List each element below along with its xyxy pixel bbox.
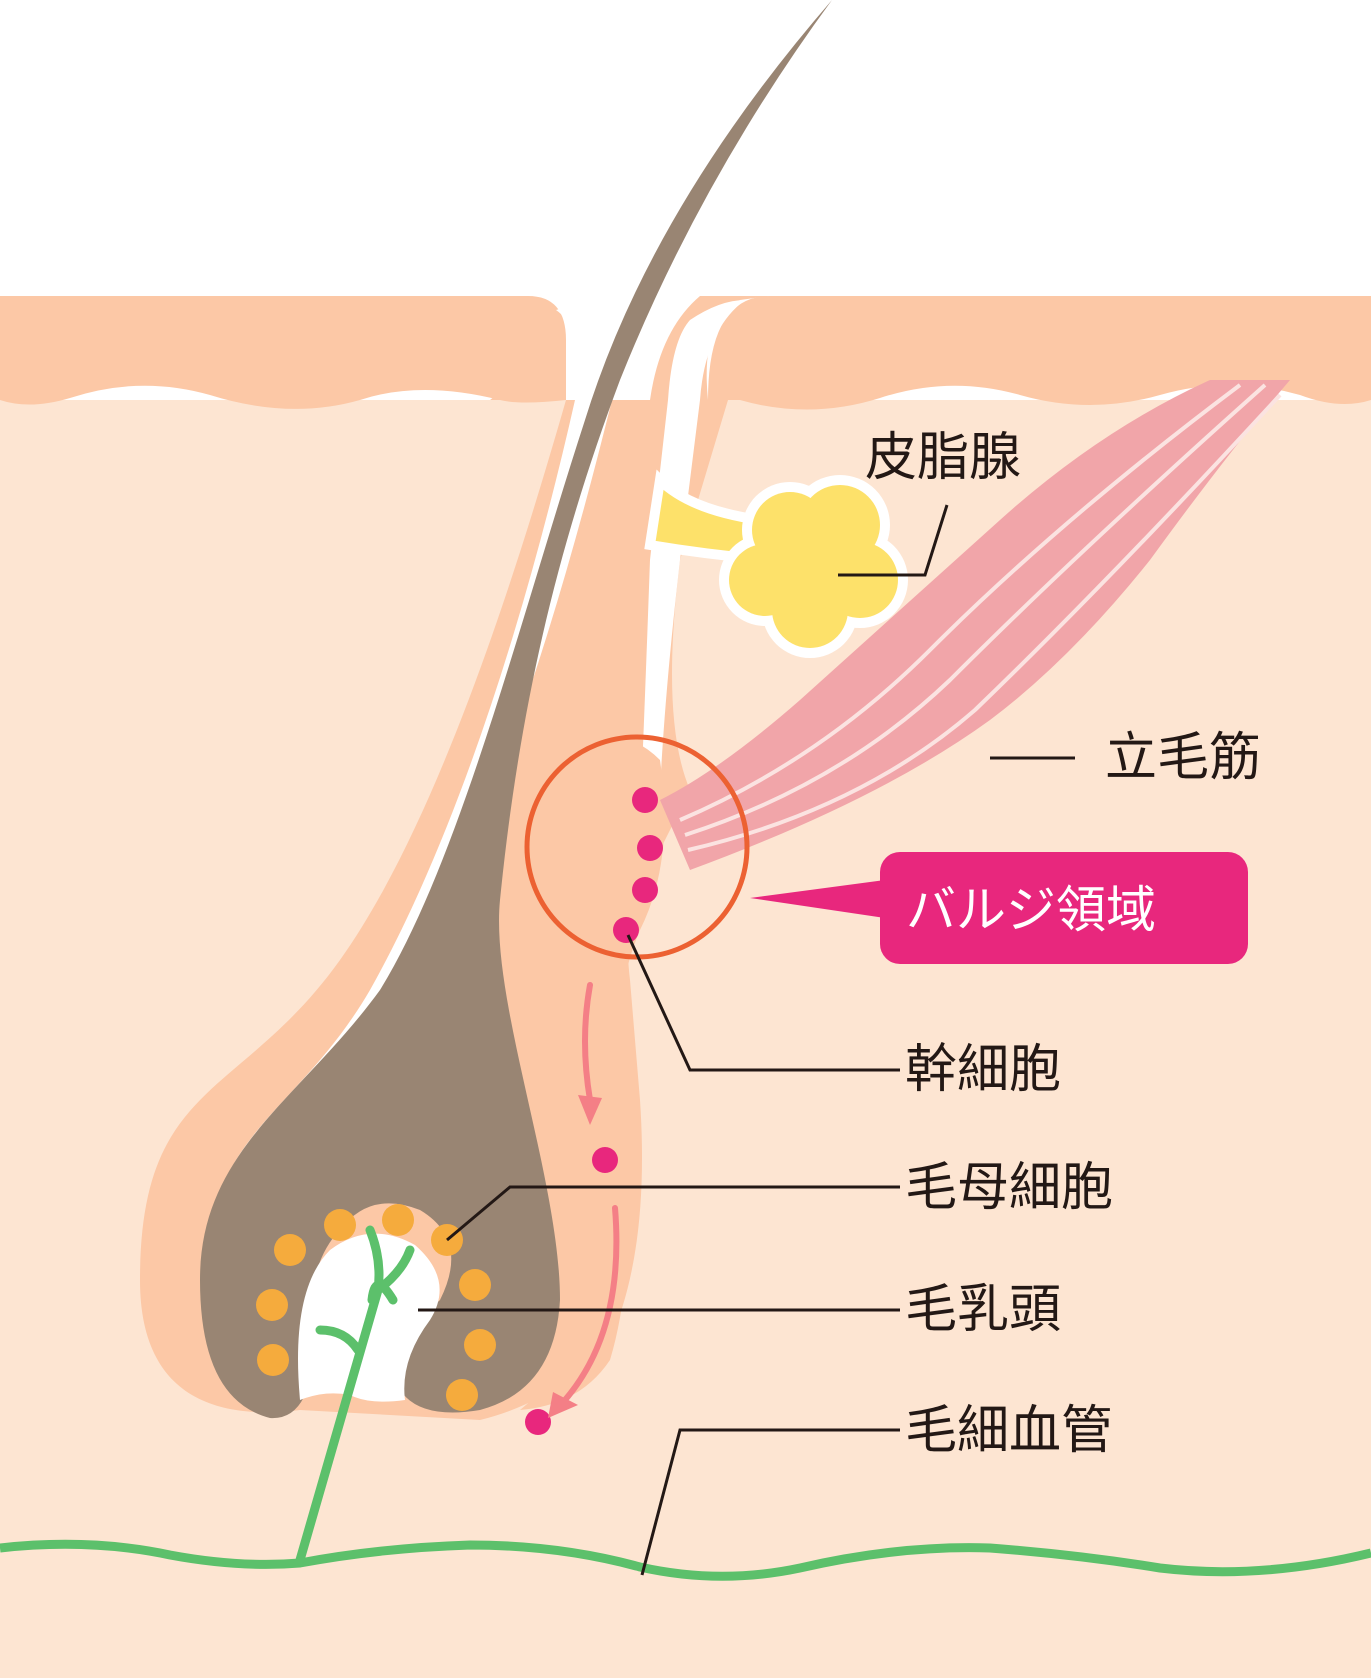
label-stem-cell: 幹細胞 (905, 1040, 1061, 1100)
migration-arrows (562, 982, 620, 1403)
bulge-badge-pointer (750, 880, 885, 918)
dermis (0, 400, 1371, 1678)
sebaceous-gland (719, 475, 908, 658)
hair-matrix-cells (256, 1204, 496, 1411)
bulge-badge (880, 852, 1248, 964)
leader-lines (418, 504, 1075, 1576)
capillary-vessel (0, 1539, 1371, 1581)
follicle-white-band (204, 300, 745, 1380)
label-arrector-pili: 立毛筋 (1105, 728, 1261, 788)
epidermis-left (0, 296, 566, 409)
epidermis-right (708, 296, 1371, 410)
label-dermal-papilla: 毛乳頭 (905, 1280, 1061, 1340)
label-capillary: 毛細血管 (905, 1401, 1113, 1461)
arrow-head-1 (578, 1095, 602, 1125)
muscle-stripes (679, 383, 1282, 852)
label-bulge-region: バルジ領域 (906, 881, 1156, 939)
papilla-capillary (295, 1225, 415, 1565)
label-hair-matrix-cell: 毛母細胞 (905, 1158, 1113, 1218)
label-sebaceous-gland: 皮脂腺 (865, 428, 1021, 488)
arrow-head-2 (548, 1392, 578, 1418)
inner-root-sheath (520, 737, 665, 1410)
stem-cells (525, 787, 663, 1435)
hair-shaft (200, 0, 832, 1419)
